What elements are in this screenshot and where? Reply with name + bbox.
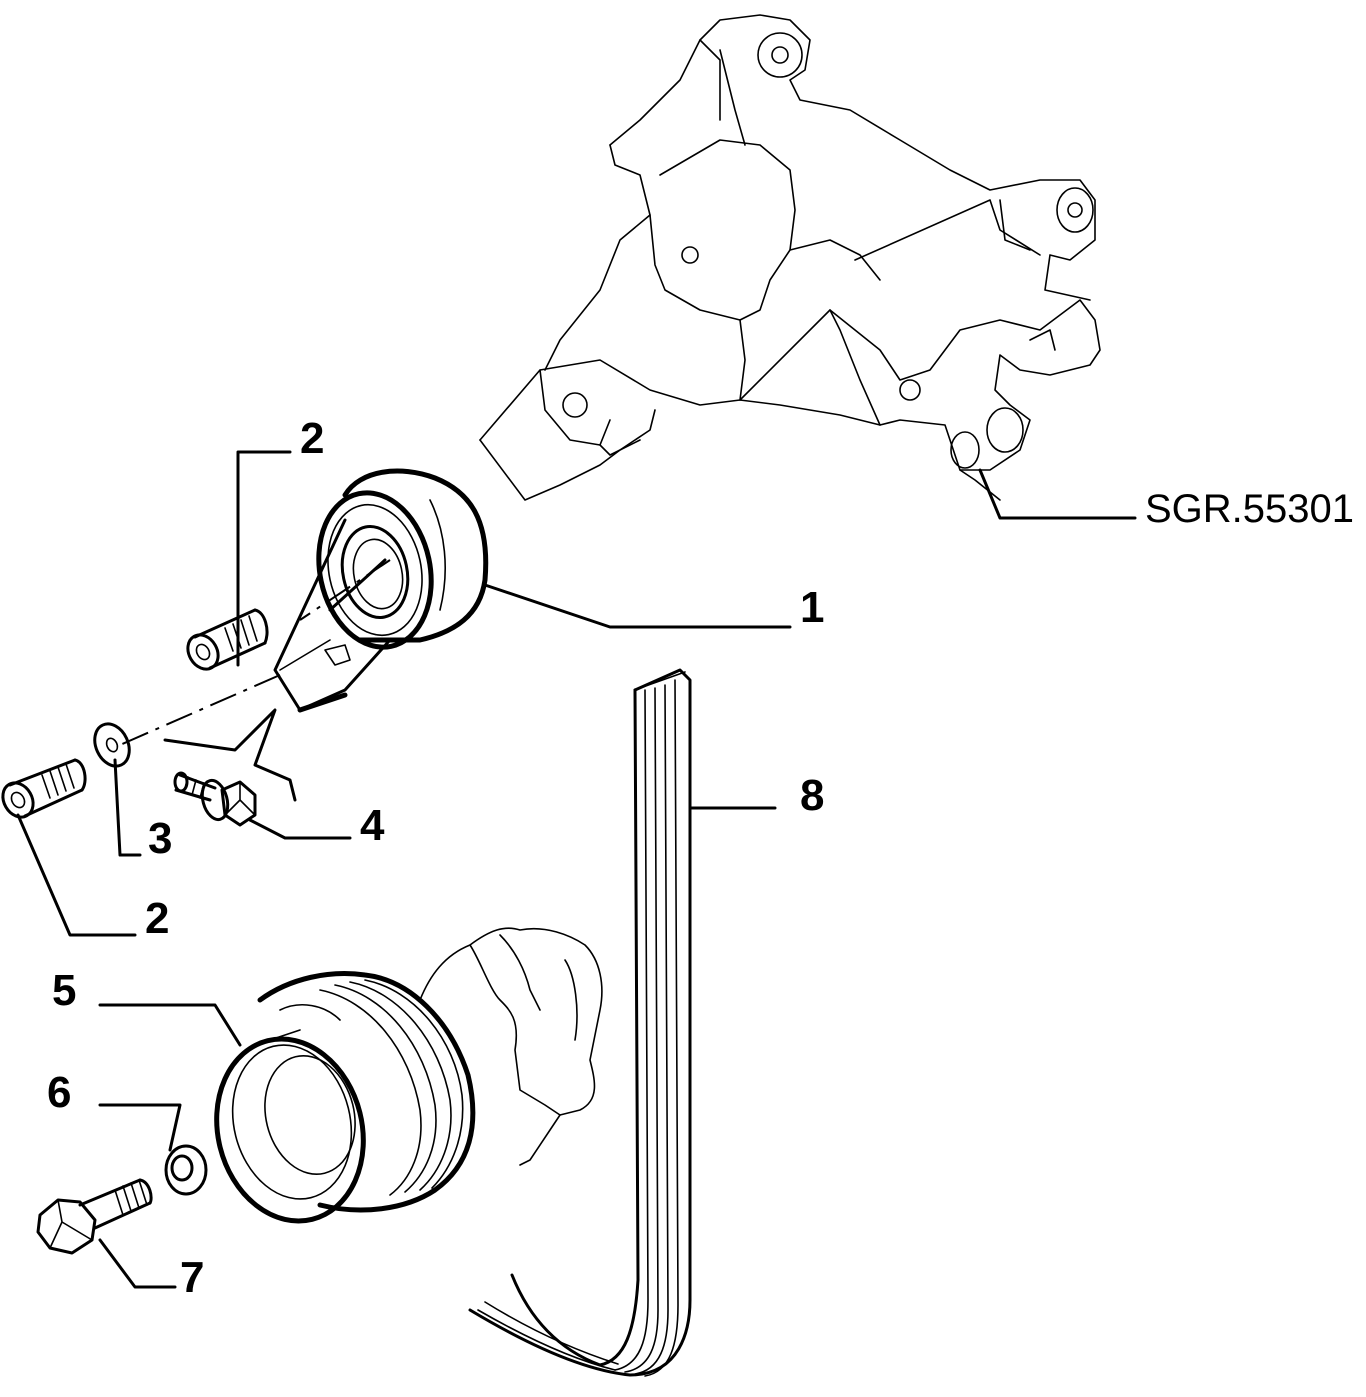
- reference-code: SGR.55301: [1145, 487, 1354, 531]
- washer-icon: [164, 1144, 208, 1196]
- callout-5: 5: [52, 966, 76, 1015]
- tensioner-pulley-icon: [273, 468, 489, 713]
- crankshaft-pulley-icon: [214, 927, 603, 1224]
- callout-4: 4: [360, 801, 385, 850]
- socket-head-bolt-icon: [1, 758, 87, 819]
- callout-7: 7: [180, 1253, 204, 1302]
- engine-bracket-icon: [479, 14, 1101, 501]
- ribbed-belt-icon: [468, 668, 692, 1377]
- callout-1: 1: [800, 583, 824, 632]
- flanged-bolt-icon: [173, 771, 257, 827]
- callout-2-lower: 2: [145, 894, 169, 943]
- callout-8: 8: [800, 771, 824, 820]
- bracket-arm-outline: [163, 708, 297, 802]
- callout-3: 3: [148, 814, 172, 863]
- hex-bolt-icon: [36, 1178, 153, 1255]
- socket-head-bolt-icon: [186, 608, 269, 671]
- leader-lines: [16, 450, 1137, 1289]
- washer-icon: [93, 722, 131, 768]
- callout-6: 6: [47, 1068, 71, 1117]
- callout-2-upper: 2: [300, 414, 324, 463]
- center-axis-line: [119, 559, 391, 746]
